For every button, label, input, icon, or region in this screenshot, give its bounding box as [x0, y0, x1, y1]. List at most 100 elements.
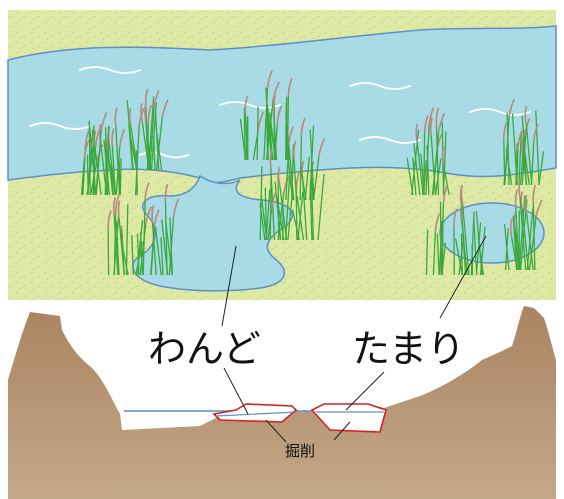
reed-blade — [309, 125, 315, 201]
label-tamari: たまり — [352, 327, 465, 371]
reed-blade — [470, 211, 475, 276]
reed-plume — [153, 209, 160, 228]
reed-blade — [274, 181, 282, 241]
reed-plume — [513, 211, 517, 231]
label-excavation: 掘削 — [285, 442, 315, 460]
reed-blade — [277, 192, 285, 241]
reed-blade — [511, 113, 518, 186]
reed-plume — [415, 123, 418, 143]
reed-blade — [506, 112, 510, 186]
reed-blade — [95, 130, 102, 196]
reed-blade — [259, 165, 263, 241]
reed-plume — [172, 198, 180, 218]
reed-plume — [161, 99, 169, 118]
reed-blade — [406, 157, 414, 196]
reed-plume — [244, 95, 249, 115]
reed-plume — [517, 131, 523, 150]
reed-blade — [273, 113, 278, 161]
reed-plume — [114, 194, 120, 213]
reed-plume — [508, 98, 516, 118]
reed-plume — [107, 210, 112, 229]
reed-blade — [285, 144, 290, 201]
reed-blade — [287, 198, 293, 241]
reed-plume — [112, 197, 116, 216]
reed-plume — [269, 149, 273, 168]
reed-blade — [412, 157, 417, 196]
reed-plume — [460, 202, 463, 222]
reed-plume — [272, 81, 281, 100]
reed-blade — [110, 163, 114, 196]
reed-plume — [442, 184, 449, 204]
reed-blade — [293, 158, 298, 201]
reed-blade — [164, 202, 168, 276]
reed-blade — [425, 125, 430, 196]
reed-blade — [521, 131, 527, 186]
reed-plume — [144, 102, 147, 122]
reed-plume — [535, 199, 543, 219]
reed-blade — [519, 136, 526, 186]
reed-blade — [479, 226, 486, 276]
reed-blade — [426, 145, 430, 196]
reed-plume — [532, 124, 539, 143]
reed-plume — [151, 204, 155, 224]
reed-blade — [538, 151, 545, 186]
reed-blade — [430, 135, 437, 196]
reed-plume — [453, 208, 458, 227]
reed-blade — [475, 210, 483, 276]
reed-blade — [416, 141, 424, 196]
reed-blade — [432, 231, 437, 276]
reed-plume — [460, 184, 464, 204]
reed-blade — [146, 122, 149, 171]
reed-plume — [257, 111, 265, 131]
reed-blade — [519, 199, 528, 271]
reed-plume — [524, 194, 528, 214]
reed-plume — [276, 105, 283, 124]
reed-plume — [502, 122, 508, 142]
reed-blade — [515, 142, 518, 186]
reed-blade — [154, 111, 160, 171]
reed-blade — [439, 201, 442, 276]
reed-blade — [88, 121, 97, 196]
reed-plume — [318, 137, 326, 157]
reed-blade — [265, 99, 274, 161]
reed-plume — [94, 128, 101, 148]
reed-blade — [119, 157, 122, 196]
reed-plume — [128, 108, 132, 127]
reed-blade — [504, 228, 509, 271]
reed-plume — [144, 182, 150, 201]
reed-blade — [286, 148, 294, 201]
reed-plume — [270, 191, 277, 210]
reed-plume — [164, 184, 169, 203]
reed-plume — [441, 146, 445, 165]
reed-plume — [532, 184, 537, 203]
reed-blade — [286, 125, 295, 201]
reed-blade — [285, 102, 287, 161]
reed-blade — [151, 222, 157, 276]
reed-plume — [292, 140, 297, 159]
reed-blade — [435, 125, 440, 196]
reed-plume — [153, 90, 160, 109]
label-wando: わんど — [148, 327, 261, 371]
reed-blade — [267, 209, 273, 241]
tamari-excavation — [310, 403, 387, 433]
reed-plume — [111, 128, 115, 147]
reed-plume — [524, 105, 528, 124]
wando-excavation — [212, 403, 298, 423]
reed-blade — [131, 234, 134, 276]
reed-blade — [136, 220, 144, 276]
reed-blade — [118, 218, 125, 276]
reed-blade — [422, 160, 427, 196]
reed-plume — [509, 218, 513, 238]
reed-plume — [520, 191, 524, 210]
reed-blade — [108, 145, 116, 196]
reed-blade — [510, 236, 518, 271]
reed-blade — [136, 233, 140, 276]
reed-plume — [100, 112, 108, 131]
reed-plume — [83, 139, 90, 159]
reed-blade — [454, 238, 463, 276]
reed-plume — [277, 167, 281, 186]
reed-plume — [300, 117, 306, 136]
reed-plume — [514, 189, 519, 208]
reed-plume — [144, 206, 152, 226]
